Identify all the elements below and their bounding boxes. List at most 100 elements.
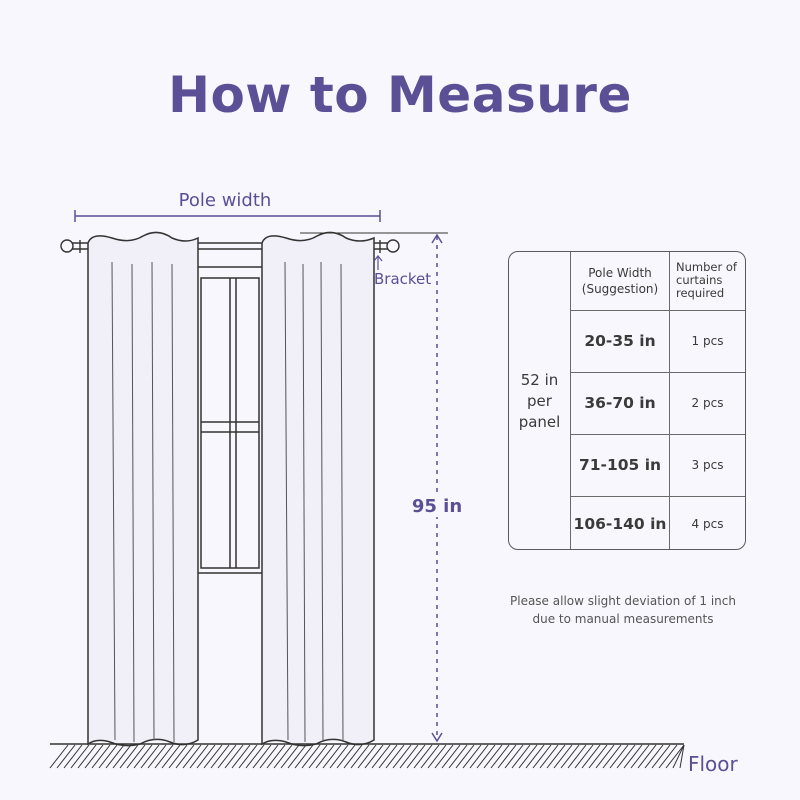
floor-hatch-line xyxy=(371,744,391,769)
curtain-panel-left xyxy=(87,231,199,747)
floor-hatch-line xyxy=(427,744,447,769)
floor-hatch-line xyxy=(469,744,489,769)
floor-hatch-line xyxy=(406,744,426,769)
floor-hatch-line xyxy=(525,744,545,769)
floor-hatch-line xyxy=(364,744,384,769)
curtain-qty: 3 pcs xyxy=(669,433,745,497)
floor-hatch-line xyxy=(119,744,139,769)
floor-hatch-line xyxy=(560,744,580,769)
floor-hatch-line xyxy=(476,744,496,769)
floor-hatch-line xyxy=(280,744,300,769)
floor-hatch-line xyxy=(511,744,531,769)
panel-panel-line: panel xyxy=(518,412,561,431)
panel-width-cell: 52 in per panel xyxy=(509,252,571,549)
floor-hatch-line xyxy=(455,744,475,769)
floor-hatch-line xyxy=(231,744,251,769)
floor xyxy=(49,743,685,769)
floor-hatch-line xyxy=(308,744,328,769)
floor-hatch-line xyxy=(168,744,188,769)
floor-hatch-line xyxy=(322,744,342,769)
floor-hatch-line xyxy=(84,744,104,769)
floor-hatch-line xyxy=(644,744,664,769)
floor-hatch-line xyxy=(637,744,657,769)
pole-range: 71-105 in xyxy=(570,433,670,497)
floor-hatch-line xyxy=(350,744,370,769)
floor-hatch-line xyxy=(238,744,258,769)
floor-hatch-line xyxy=(392,744,412,769)
count-header-line1: Number of xyxy=(676,260,737,275)
floor-hatch-line xyxy=(147,744,167,769)
floor-hatch-line xyxy=(217,744,237,769)
table-row: 20-35 in 1 pcs xyxy=(509,309,745,373)
height-dimension xyxy=(300,232,448,743)
floor-hatch-line xyxy=(490,744,510,769)
floor-hatch-line xyxy=(49,744,69,769)
floor-hatch-line xyxy=(441,744,461,769)
measurement-note: Please allow slight deviation of 1 inch … xyxy=(510,592,736,628)
floor-hatch-line xyxy=(329,744,349,769)
floor-hatch-line xyxy=(483,744,503,769)
floor-hatch-line xyxy=(378,744,398,769)
floor-hatch-line xyxy=(630,744,650,769)
curtain-qty: 1 pcs xyxy=(669,309,745,373)
floor-hatch-line xyxy=(273,744,293,769)
count-header-line3: required xyxy=(676,286,725,301)
floor-hatch-line xyxy=(518,744,538,769)
floor-hatch-line xyxy=(658,744,678,769)
pole-width-header-line2: (Suggestion) xyxy=(581,281,659,296)
pole-range: 36-70 in xyxy=(570,371,670,435)
floor-hatch-line xyxy=(210,744,230,769)
floor-hatch-line xyxy=(112,744,132,769)
floor-hatch-line xyxy=(504,744,524,769)
table-header-row: 52 in per panel Pole Width (Suggestion) … xyxy=(509,252,745,549)
floor-hatch-line xyxy=(182,744,202,769)
table-row: 71-105 in 3 pcs xyxy=(509,433,745,497)
floor-hatch-line xyxy=(574,744,594,769)
floor-hatch-line xyxy=(399,744,419,769)
floor-hatch-line xyxy=(581,744,601,769)
floor-hatch-line xyxy=(196,744,216,769)
floor-hatch-line xyxy=(539,744,559,769)
curtain-qty: 4 pcs xyxy=(669,495,745,549)
floor-hatch-line xyxy=(616,744,636,769)
floor-hatch-line xyxy=(91,744,111,769)
floor-hatch-line xyxy=(567,744,587,769)
floor-hatch-line xyxy=(532,744,552,769)
floor-hatch-line xyxy=(63,744,83,769)
curtain-panel-right xyxy=(261,231,375,747)
floor-hatch-line xyxy=(175,744,195,769)
floor-hatch-line xyxy=(609,744,629,769)
floor-hatch-line xyxy=(56,744,76,769)
floor-hatch-line xyxy=(161,744,181,769)
floor-hatch-line xyxy=(413,744,433,769)
floor-hatch-line xyxy=(294,744,314,769)
count-header-line2: curtains xyxy=(676,273,723,288)
floor-hatch-line xyxy=(602,744,622,769)
floor-label: Floor xyxy=(688,752,738,776)
page-title: How to Measure xyxy=(168,66,632,124)
floor-hatch-line xyxy=(462,744,482,769)
floor-hatch-line xyxy=(336,744,356,769)
floor-hatch-line xyxy=(266,744,286,769)
rod-finial-right xyxy=(386,239,400,253)
floor-hatch-line xyxy=(434,744,454,769)
floor-hatch-line xyxy=(420,744,440,769)
floor-hatch-line xyxy=(385,744,405,769)
floor-hatch-line xyxy=(595,744,615,769)
floor-hatch-line xyxy=(588,744,608,769)
pole-width-label: Pole width xyxy=(178,190,272,211)
floor-hatch-line xyxy=(497,744,517,769)
floor-hatch-line xyxy=(70,744,90,769)
floor-hatch-line xyxy=(553,744,573,769)
floor-hatch-line xyxy=(105,744,125,769)
floor-hatch-line xyxy=(315,744,335,769)
floor-hatch-line xyxy=(343,744,363,769)
floor-hatch-line xyxy=(203,744,223,769)
floor-hatch-line xyxy=(224,744,244,769)
pole-width-header: Pole Width (Suggestion) xyxy=(570,252,670,311)
floor-hatch-line xyxy=(448,744,468,769)
floor-hatch-line xyxy=(133,744,153,769)
table-row: 106-140 in 4 pcs xyxy=(509,495,745,549)
window-frame xyxy=(195,266,265,574)
pole-width-dimension xyxy=(74,210,381,222)
